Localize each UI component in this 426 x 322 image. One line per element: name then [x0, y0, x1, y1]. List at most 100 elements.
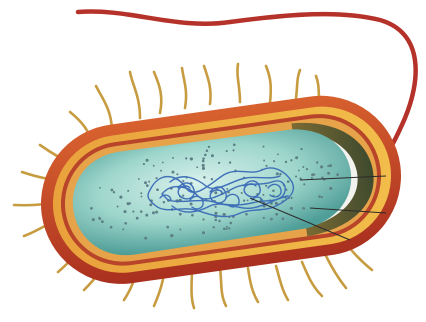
ribosome-dot	[218, 162, 220, 164]
ribosome-dot	[223, 227, 226, 230]
ribosome-dot	[132, 211, 134, 213]
ribosome-dot	[127, 190, 129, 192]
ribosome-dot	[224, 213, 226, 215]
ribosome-dot	[166, 226, 169, 229]
ribosome-dot	[149, 203, 152, 206]
ribosome-dot	[275, 213, 278, 216]
ribosome-dot	[140, 196, 142, 198]
ribosome-dot	[229, 161, 231, 163]
ribosome-dot	[206, 150, 209, 153]
ribosome-dot	[172, 157, 174, 159]
ribosome-dot	[214, 206, 216, 208]
ribosome-dot	[140, 192, 142, 194]
ribosome-dot	[290, 159, 292, 161]
ribosome-dot	[202, 157, 205, 160]
ribosome-dot	[290, 207, 293, 210]
ribosome-dot	[241, 192, 243, 194]
ribosome-dot	[155, 211, 158, 214]
ribosome-dot	[127, 202, 130, 205]
ribosome-dot	[119, 196, 122, 199]
ribosome-dot	[279, 173, 281, 175]
ribosome-dot	[214, 191, 217, 194]
ribosome-dot	[277, 153, 279, 155]
ribosome-dot	[327, 165, 329, 167]
ribosome-dot	[313, 173, 315, 175]
ribosome-dot	[208, 146, 210, 148]
ribosome-dot	[160, 170, 162, 172]
ribosome-dot	[311, 177, 313, 179]
ribosome-dot	[99, 187, 101, 189]
ribosome-dot	[190, 202, 193, 205]
ribosome-dot	[263, 160, 265, 162]
ribosome-dot	[144, 181, 147, 184]
ribosome-dot	[263, 146, 265, 148]
ribosome-dot	[302, 207, 305, 210]
ribosome-dot	[190, 157, 193, 160]
ribosome-dot	[162, 162, 164, 164]
ribosome-dot	[262, 194, 264, 196]
ribosome-dot	[202, 231, 205, 234]
ribosome-dot	[182, 195, 184, 197]
ribosome-dot	[291, 197, 293, 199]
ribosome-dot	[213, 226, 215, 228]
ribosome-dot	[136, 217, 139, 220]
ribosome-dot	[285, 161, 287, 163]
ribosome-dot	[265, 165, 267, 167]
ribosome-dot	[270, 218, 273, 221]
ribosome-dot	[146, 159, 149, 162]
ribosome-dot	[245, 213, 248, 216]
ribosome-dot	[233, 144, 236, 147]
ribosome-dot	[226, 226, 228, 228]
ribosome-dot	[226, 228, 228, 230]
ribosome-dot	[204, 154, 207, 157]
ribosome-dot	[143, 163, 145, 165]
ribosome-dot	[117, 206, 119, 208]
ribosome-dot	[152, 211, 155, 214]
ribosome-dot	[329, 187, 332, 190]
ribosome-dot	[185, 157, 187, 159]
ribosome-dot	[303, 183, 305, 185]
ribosome-dot	[298, 170, 300, 172]
ribosome-dot	[140, 210, 143, 213]
ribosome-dot	[265, 185, 267, 187]
ribosome-dot	[276, 172, 279, 175]
ribosome-dot	[191, 214, 194, 217]
ribosome-dot	[179, 229, 181, 231]
ribosome-dot	[196, 166, 198, 168]
ribosome-dot	[153, 165, 155, 167]
ribosome-dot	[163, 201, 165, 203]
ribosome-dot	[124, 222, 127, 225]
ribosome-dot	[273, 160, 275, 162]
ribosome-dot	[144, 237, 147, 240]
ribosome-dot	[263, 217, 265, 219]
ribosome-dot	[138, 178, 140, 180]
ribosome-dot	[229, 222, 232, 225]
ribosome-dot	[122, 228, 124, 230]
ribosome-dot	[329, 164, 332, 167]
ribosome-dot	[226, 150, 228, 152]
ribosome-dot	[170, 234, 173, 237]
ribosome-dot	[211, 178, 213, 180]
ribosome-dot	[211, 154, 214, 157]
ribosome-dot	[295, 175, 297, 177]
ribosome-dot	[318, 195, 321, 198]
ribosome-dot	[226, 188, 228, 190]
ribosome-dot	[321, 196, 323, 198]
ribosome-dot	[146, 184, 149, 187]
ribosome-dot	[215, 219, 218, 222]
ribosome-dot	[228, 227, 230, 229]
ribosome-dot	[176, 173, 178, 175]
ribosome-dot	[129, 202, 131, 204]
ribosome-dot	[179, 213, 182, 216]
ribosome-dot	[214, 212, 217, 215]
ribosome-dot	[111, 189, 114, 192]
ribosome-dot	[98, 217, 100, 219]
ribosome-dot	[203, 176, 205, 178]
ribosome-dot	[232, 149, 234, 151]
ribosome-dot	[295, 156, 298, 159]
ribosome-dot	[272, 189, 275, 192]
ribosome-dot	[101, 220, 104, 223]
ribosome-dot	[90, 207, 93, 210]
